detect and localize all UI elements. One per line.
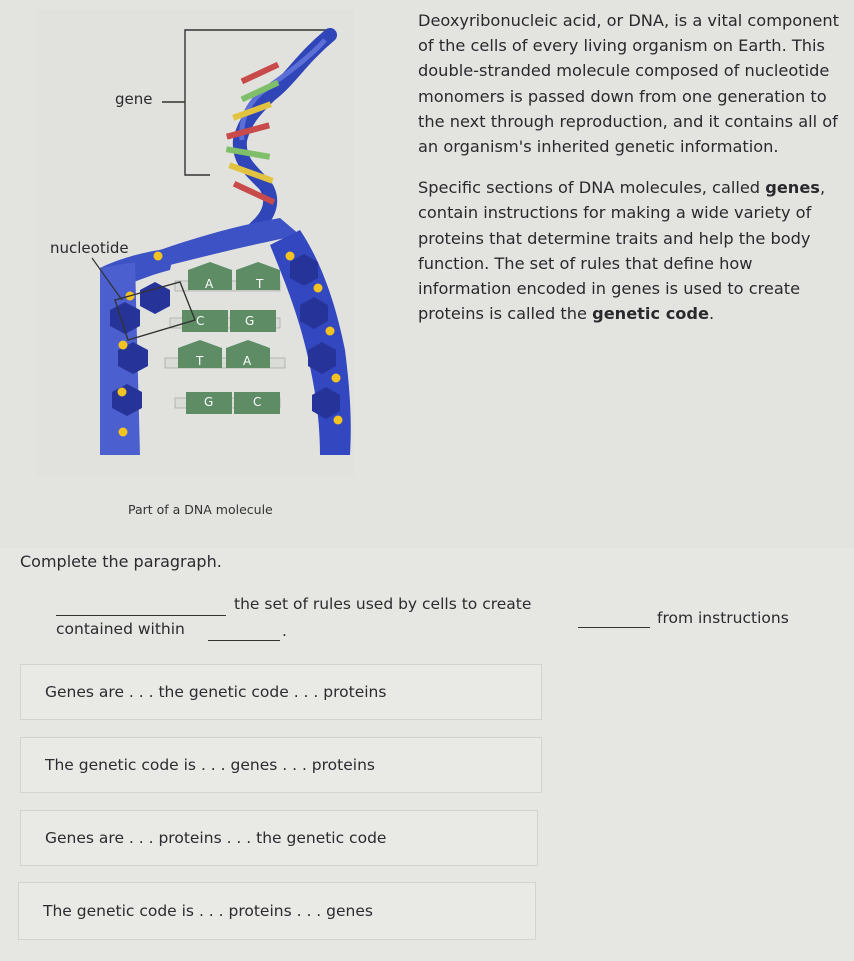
blank-3	[208, 640, 280, 641]
answer-choice[interactable]: The genetic code is . . . proteins . . .…	[18, 882, 536, 940]
sentence-segment-2: from instructions	[657, 609, 789, 627]
nucleotide-label: nucleotide	[50, 239, 129, 257]
sentence-segment-3: contained within	[56, 620, 185, 638]
base-letter: G	[245, 314, 255, 328]
answer-choice-label: The genetic code is . . . genes . . . pr…	[45, 756, 375, 774]
backbone-left-top	[160, 218, 300, 265]
dna-diagram	[36, 10, 354, 476]
answer-choice[interactable]: Genes are . . . the genetic code . . . p…	[20, 664, 542, 720]
answer-choice[interactable]: The genetic code is . . . genes . . . pr…	[20, 737, 542, 793]
figure-caption: Part of a DNA molecule	[128, 502, 273, 517]
answer-choice-label: Genes are . . . the genetic code . . . p…	[45, 683, 387, 701]
question-prompt: Complete the paragraph.	[20, 552, 222, 571]
gene-label: gene	[115, 90, 153, 108]
passage-paragraph-1: Deoxyribonucleic acid, or DNA, is a vita…	[418, 11, 839, 157]
passage-text: Specific sections of DNA molecules, call…	[418, 178, 766, 198]
base-letter: C	[253, 395, 262, 409]
content-panel: A T C G T A G C gene nucleotide Part of …	[0, 0, 848, 548]
answer-choice-label: The genetic code is . . . proteins . . .…	[43, 902, 373, 920]
blank-1	[56, 615, 226, 616]
sugars-right	[290, 254, 340, 419]
base-letter: T	[256, 277, 264, 291]
passage-term-genes: genes	[765, 178, 820, 198]
base-letter: A	[243, 354, 252, 368]
answer-choice[interactable]: Genes are . . . proteins . . . the genet…	[20, 810, 538, 866]
blank-2	[578, 627, 650, 628]
answer-choice-label: Genes are . . . proteins . . . the genet…	[45, 829, 387, 847]
base-letter: A	[205, 277, 214, 291]
reading-passage: Deoxyribonucleic acid, or DNA, is a vita…	[418, 8, 848, 342]
base-letter: C	[196, 314, 205, 328]
sentence-segment-4: .	[282, 622, 287, 640]
passage-text: .	[708, 304, 715, 324]
helix-upper	[225, 28, 337, 235]
nucleotide-pointer	[91, 257, 123, 301]
dna-figure: A T C G T A G C gene nucleotide Part of …	[0, 0, 410, 548]
passage-term-genetic-code: genetic code	[592, 304, 709, 324]
sentence-segment-1: the set of rules used by cells to create	[234, 595, 532, 613]
base-letter: T	[196, 354, 204, 368]
phosphates	[117, 251, 343, 437]
passage-text: , contain instructions for making a wide…	[418, 178, 826, 324]
base-letter: G	[204, 395, 214, 409]
nucleotide-box	[114, 281, 196, 341]
passage-paragraph-2: Specific sections of DNA molecules, call…	[418, 175, 848, 326]
base-pairs	[164, 262, 286, 414]
